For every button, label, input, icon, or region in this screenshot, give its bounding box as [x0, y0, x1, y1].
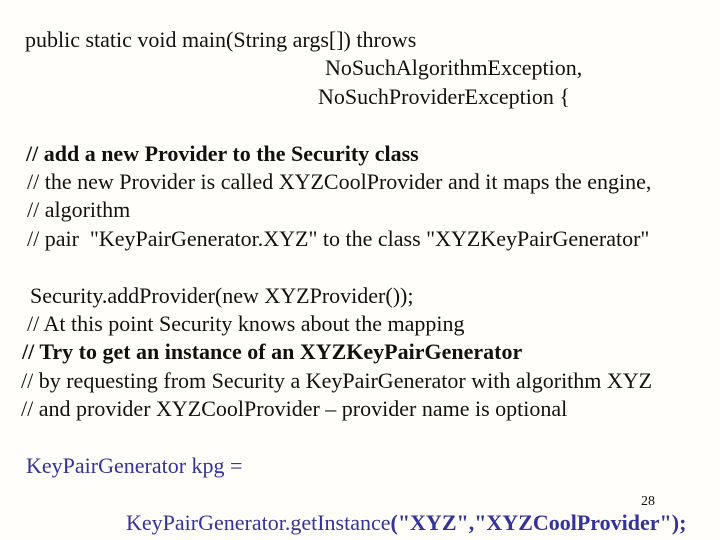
comment-new-provider: // the new Provider is called XYZCoolPro…	[27, 168, 652, 194]
code-line-kpg-declaration: KeyPairGenerator kpg =	[26, 452, 243, 478]
blank-line	[0, 423, 720, 451]
code-block: public static void main(String args[]) t…	[0, 26, 720, 535]
comment-and-provider: // and provider XYZCoolProvider – provid…	[21, 396, 568, 422]
comment-add-provider: // add a new Provider to the Security cl…	[26, 140, 419, 166]
code-line-nosuchalgorithm: NoSuchAlgorithmException,	[325, 55, 583, 81]
comment-at-this-point: // At this point Security knows about th…	[27, 310, 465, 336]
blank-line	[0, 253, 720, 281]
comment-try-instance: // Try to get an instance of an XYZKeyPa…	[22, 339, 523, 365]
comment-algorithm: // algorithm	[27, 197, 131, 223]
getinstance-arguments: ("XYZ","XYZCoolProvider");	[390, 509, 687, 535]
getinstance-call: KeyPairGenerator.getInstance	[126, 509, 391, 535]
code-line-main-signature: public static void main(String args[]) t…	[25, 27, 417, 52]
blank-line	[0, 111, 720, 139]
code-line-addprovider: Security.addProvider(new XYZProvider());	[30, 282, 414, 308]
comment-by-requesting: // by requesting from Security a KeyPair…	[21, 367, 653, 393]
code-line-nosuchprovider: NoSuchProviderException {	[318, 83, 570, 109]
comment-pair-mapping: // pair "KeyPairGenerator.XYZ" to the cl…	[27, 225, 650, 251]
page-number: 28	[641, 494, 655, 509]
code-line-getinstance: KeyPairGenerator.getInstance("XYZ","XYZC…	[93, 480, 720, 535]
